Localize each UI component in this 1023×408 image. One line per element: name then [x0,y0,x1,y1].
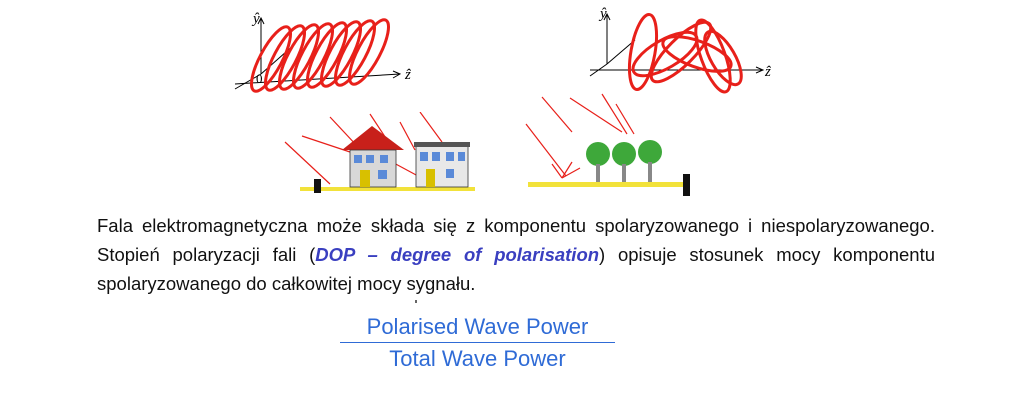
unpolarised-wave-figure: ŷ ẑ [589,6,771,94]
paragraph-text-1: Fala elektromagnetyczna może składa się … [97,215,935,265]
house-flat-roof [414,142,470,188]
incident-rays [284,112,443,185]
unpolarised-axes [589,12,765,77]
ground-strip [528,182,688,187]
tree-scattering-figure [525,93,690,196]
dop-formula: Polarised Wave Power Total Wave Power [340,312,615,375]
y-axis-label: ŷ [251,11,260,27]
polarised-wave-figure: ŷ ẑ 0 [234,11,411,93]
origin-label: 0 [256,71,263,86]
z-axis-label: ẑ [764,64,771,80]
formula-numerator: Polarised Wave Power [340,312,615,343]
tree-group [586,140,662,182]
y-axis-label: ŷ [598,6,607,22]
dop-term: DOP – degree of polarisation [315,244,600,265]
house-scattering-figure [284,112,475,193]
small-mark [415,300,417,303]
description-paragraph: Fala elektromagnetyczna może składa się … [97,211,935,298]
incident-rays [525,93,635,179]
z-axis-label: ẑ [404,67,411,83]
receiver-marker [314,179,321,193]
formula-denominator: Total Wave Power [389,346,566,371]
house-red-roof [342,126,404,188]
polarised-wave-coils [250,18,390,93]
paragraph-text-2: ) opisuje stosunek mocy komponentu spola… [97,244,935,294]
ground-strip [300,187,475,191]
unpolarised-wave-loops [627,13,743,94]
receiver-marker [683,174,690,196]
